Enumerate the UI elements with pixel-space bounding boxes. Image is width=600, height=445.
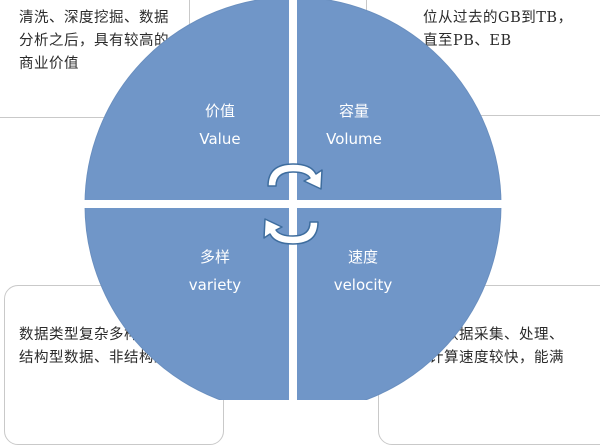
quadrant-label-en: variety [188, 276, 242, 294]
cycle-arrow-bottom-icon [263, 218, 319, 245]
quadrant-value: 价值 Value [160, 100, 280, 150]
quadrant-label-en: velocity [333, 276, 393, 294]
four-v-circle-diagram [70, 0, 520, 400]
horizontal-divider [70, 200, 520, 208]
quadrant-variety: 多样 variety [155, 246, 275, 296]
quadrant-label-cn: 价值 [204, 102, 235, 120]
box-line: 结构型数据、非结构型数 [19, 350, 184, 366]
quadrant-velocity: 速度 velocity [303, 246, 423, 296]
quadrant-label-en: Value [199, 130, 241, 148]
quadrant-label-cn: 多样 [199, 248, 230, 266]
box-line: 清洗、深度挖掘、数据 [19, 10, 169, 26]
cycle-arrow-top-icon [267, 163, 323, 190]
box-line: 商业价值 [19, 56, 79, 72]
quadrant-label-cn: 容量 [338, 102, 369, 120]
box-line: 大数据采集、处理、 [429, 327, 564, 343]
box-line: 计算速度较快，能满 [429, 350, 564, 366]
box-line: 位从过去的GB到TB， [423, 10, 573, 26]
quadrant-volume: 容量 Volume [294, 100, 414, 150]
quadrant-label-cn: 速度 [347, 248, 378, 266]
box-line: 直至PB、EB [423, 33, 512, 49]
description-box-volume: 位从过去的GB到TB， 直至PB、EB [366, 0, 600, 116]
box-line: 分析之后，具有较高的 [19, 33, 169, 49]
quadrant-label-en: Volume [326, 130, 382, 148]
